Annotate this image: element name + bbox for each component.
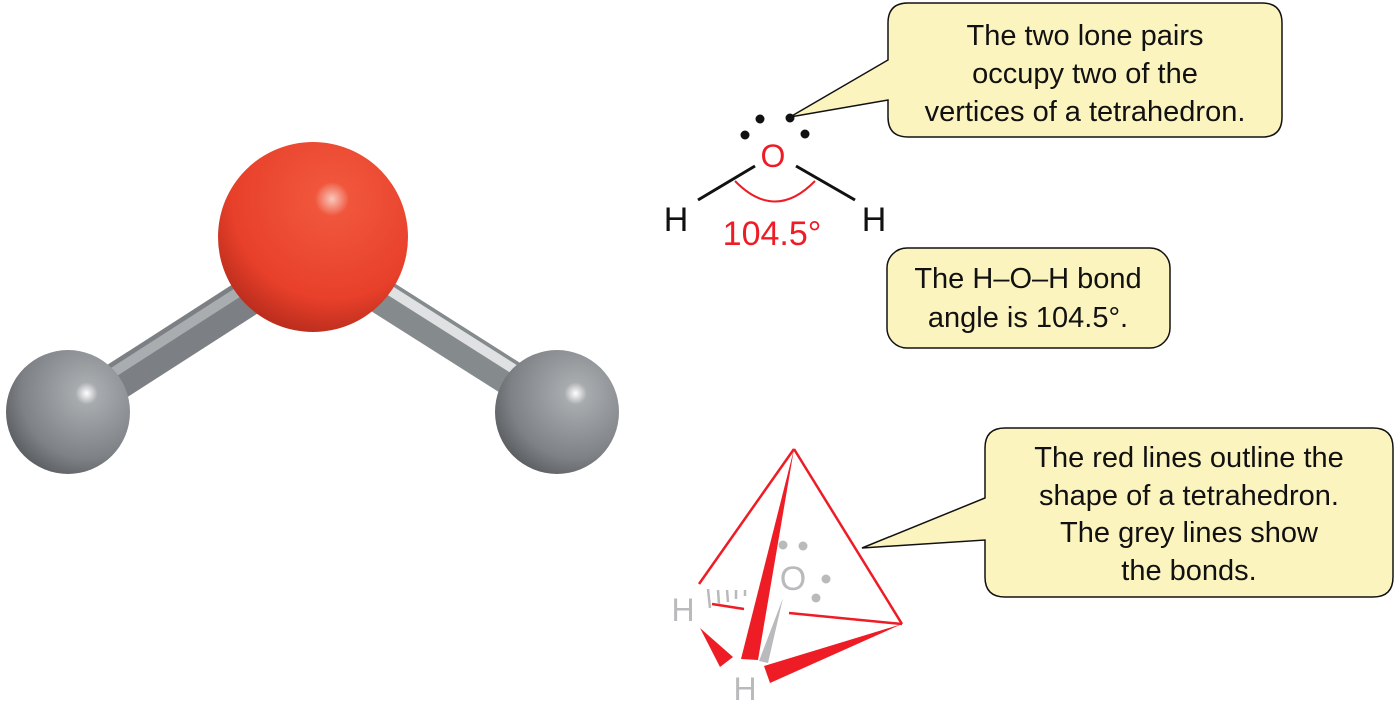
tetra-edge: [792, 448, 904, 625]
tetra-hydrogen-back: H: [671, 592, 694, 628]
callout-text: The red lines outline the: [1034, 442, 1344, 474]
oxygen-atom: [218, 142, 408, 332]
tetra-edge: [697, 448, 796, 585]
callout-tetrahedron: The red lines outline the shape of a tet…: [861, 427, 1394, 598]
lone-pair-dot: [740, 130, 750, 140]
lone-pair-dot: [755, 114, 765, 124]
bond-wedge-grey: [759, 598, 783, 663]
lewis-structure: O H H 104.5°: [664, 113, 887, 253]
lone-pair-dot: [821, 574, 831, 584]
callout-lone-pairs: The two lone pairs occupy two of the ver…: [789, 2, 1283, 138]
tetra-wedge-bottom: [764, 624, 902, 683]
bond-angle-label: 104.5°: [723, 215, 822, 253]
callout-text: The grey lines show: [1060, 517, 1319, 549]
tetra-edge-back: [788, 611, 903, 626]
lone-pair-dot: [800, 129, 810, 139]
lone-pair-dot: [811, 593, 821, 603]
tetrahedron-diagram: O H H: [671, 448, 904, 707]
lewis-oxygen: O: [761, 138, 786, 174]
callout-text: The two lone pairs: [967, 20, 1204, 52]
hydrogen-atom-right: [495, 350, 619, 474]
tetra-oxygen: O: [780, 560, 806, 598]
lewis-hydrogen-left: H: [664, 201, 689, 239]
callout-text: vertices of a tetrahedron.: [925, 96, 1246, 128]
callout-text: the bonds.: [1121, 555, 1256, 587]
tetra-edge-back: [711, 602, 745, 611]
tetra-wedge-front: [741, 449, 794, 660]
tetra-hydrogen-front: H: [733, 671, 756, 707]
ball-and-stick-model: [6, 142, 619, 474]
tetra-wedge-left: [700, 628, 733, 667]
hashed-bond: [706, 588, 747, 609]
callout-text: shape of a tetrahedron.: [1039, 480, 1339, 512]
lone-pair-dot: [798, 541, 808, 551]
lewis-bond-right: [795, 164, 856, 202]
lewis-hydrogen-right: H: [862, 201, 887, 239]
hydrogen-atom-left: [6, 350, 130, 474]
lewis-bond-left: [697, 164, 756, 202]
angle-arc: [734, 180, 816, 203]
callout-bond-angle: The H–O–H bond angle is 104.5°.: [886, 247, 1171, 349]
callout-text: occupy two of the: [972, 58, 1198, 90]
callout-text: angle is 104.5°.: [928, 302, 1128, 334]
callout-text: The H–O–H bond: [914, 263, 1141, 295]
lone-pair-dot: [778, 540, 788, 550]
